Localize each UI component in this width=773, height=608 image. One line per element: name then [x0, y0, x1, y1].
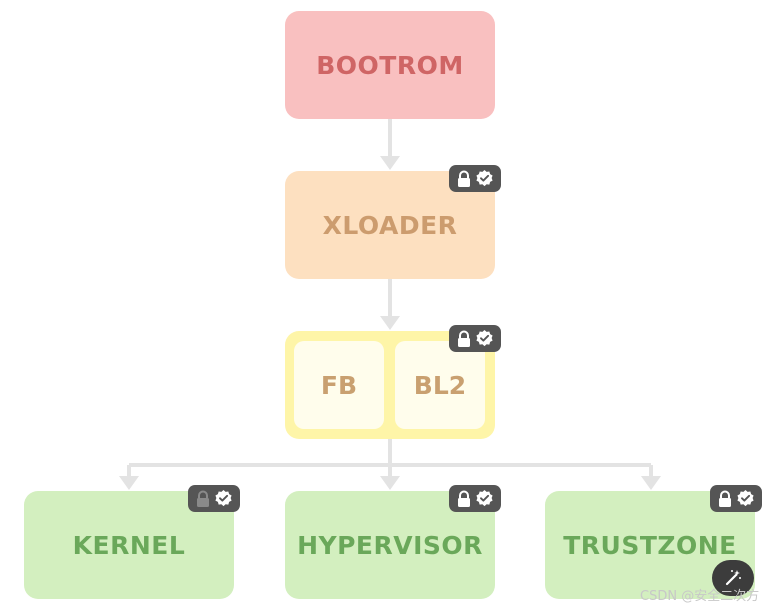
- lock-icon: [458, 490, 470, 507]
- arrowhead-group: [380, 316, 400, 330]
- verified-badge-icon: [737, 489, 754, 507]
- node-trustzone-label: TRUSTZONE: [563, 530, 737, 560]
- node-xloader-label: XLOADER: [322, 210, 458, 240]
- lock-icon: [458, 170, 470, 187]
- lock-icon: [719, 490, 731, 507]
- node-bl2-label: BL2: [413, 370, 467, 400]
- node-fb: FB: [294, 341, 384, 429]
- node-group-fb-bl2: FB BL2: [285, 331, 495, 439]
- badge-xloader: [449, 165, 501, 192]
- node-kernel-label: KERNEL: [72, 530, 186, 560]
- badge-kernel: [188, 485, 240, 512]
- arrowhead-xloader: [380, 156, 400, 170]
- magic-wand-icon: [725, 570, 741, 586]
- badge-hypervisor: [449, 485, 501, 512]
- magic-wand-button[interactable]: [712, 560, 754, 596]
- arrowhead-hypervisor: [380, 476, 400, 490]
- verified-badge-icon: [476, 329, 493, 347]
- node-kernel: KERNEL: [24, 491, 234, 599]
- watermark: CSDN @安全二次方: [640, 589, 760, 604]
- node-bootrom-label: BOOTROM: [316, 50, 464, 80]
- lock-icon: [197, 490, 209, 507]
- badge-group: [449, 325, 501, 352]
- arrowhead-kernel: [119, 476, 139, 490]
- node-hypervisor-label: HYPERVISOR: [297, 530, 483, 560]
- node-fb-label: FB: [320, 370, 358, 400]
- lock-icon: [458, 330, 470, 347]
- badge-trustzone: [710, 485, 762, 512]
- verified-badge-icon: [476, 169, 493, 187]
- verified-badge-icon: [215, 489, 232, 507]
- node-bootrom: BOOTROM: [285, 11, 495, 119]
- node-bl2: BL2: [395, 341, 485, 429]
- arrowhead-trustzone: [641, 476, 661, 490]
- verified-badge-icon: [476, 489, 493, 507]
